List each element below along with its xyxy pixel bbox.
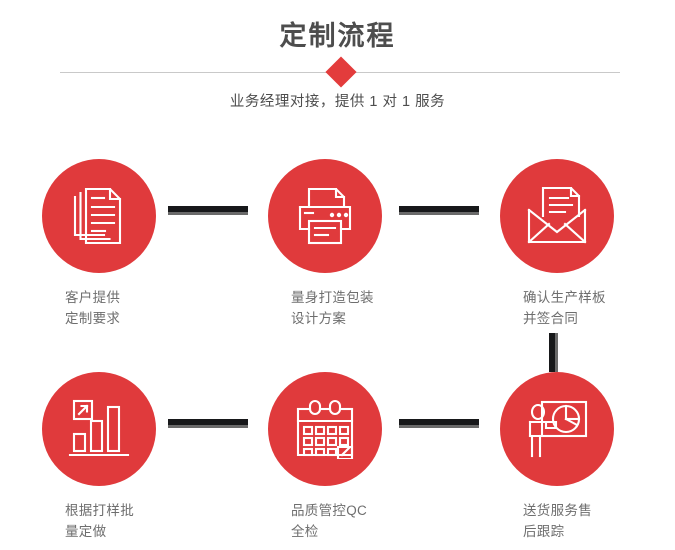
step-label-4: 根据打样批 量定做 (65, 503, 134, 539)
step-icon-circle-4 (42, 372, 156, 486)
header: 定制流程 业务经理对接，提供 1 对 1 服务 (0, 0, 675, 125)
connector-bar-dark (399, 206, 479, 212)
step-label-2: 量身打造包装 设计方案 (291, 290, 374, 326)
connector-step5-step6 (399, 419, 479, 428)
connector-bar-shadow (168, 212, 248, 215)
calendar-check-icon (294, 399, 356, 459)
step-icon-circle-1 (42, 159, 156, 273)
connector-bar-shadow (168, 425, 248, 428)
presenter-pie-chart-icon (526, 398, 588, 460)
connector-bar-dark (399, 419, 479, 425)
connector-bar-dark (168, 206, 248, 212)
connector-bar-dark (168, 419, 248, 425)
step-label-5: 品质管控QC 全检 (291, 503, 368, 539)
header-subtitle: 业务经理对接，提供 1 对 1 服务 (229, 94, 446, 110)
step-icon-circle-6 (500, 372, 614, 486)
envelope-document-icon (525, 186, 589, 246)
connector-bar-shadow (555, 333, 558, 372)
documents-stack-icon (68, 185, 130, 247)
connector-step1-step2 (168, 206, 248, 215)
step-icon-circle-5 (268, 372, 382, 486)
connector-step4-step5 (168, 419, 248, 428)
step-icon-circle-3 (500, 159, 614, 273)
connector-bar-dark (549, 333, 555, 372)
step-label-1: 客户提供 定制要求 (65, 290, 121, 326)
connector-bar-shadow (399, 425, 479, 428)
printer-icon (294, 185, 356, 247)
connector-bar-shadow (399, 212, 479, 215)
connector-step2-step3 (399, 206, 479, 215)
step-icon-circle-2 (268, 159, 382, 273)
page-title: 定制流程 (279, 21, 396, 51)
bar-chart-growth-icon (68, 399, 130, 459)
connector-step3-step6 (549, 333, 558, 372)
step-label-3: 确认生产样板 并签合同 (523, 290, 606, 326)
step-label-6: 送货服务售 后跟踪 (523, 503, 592, 539)
